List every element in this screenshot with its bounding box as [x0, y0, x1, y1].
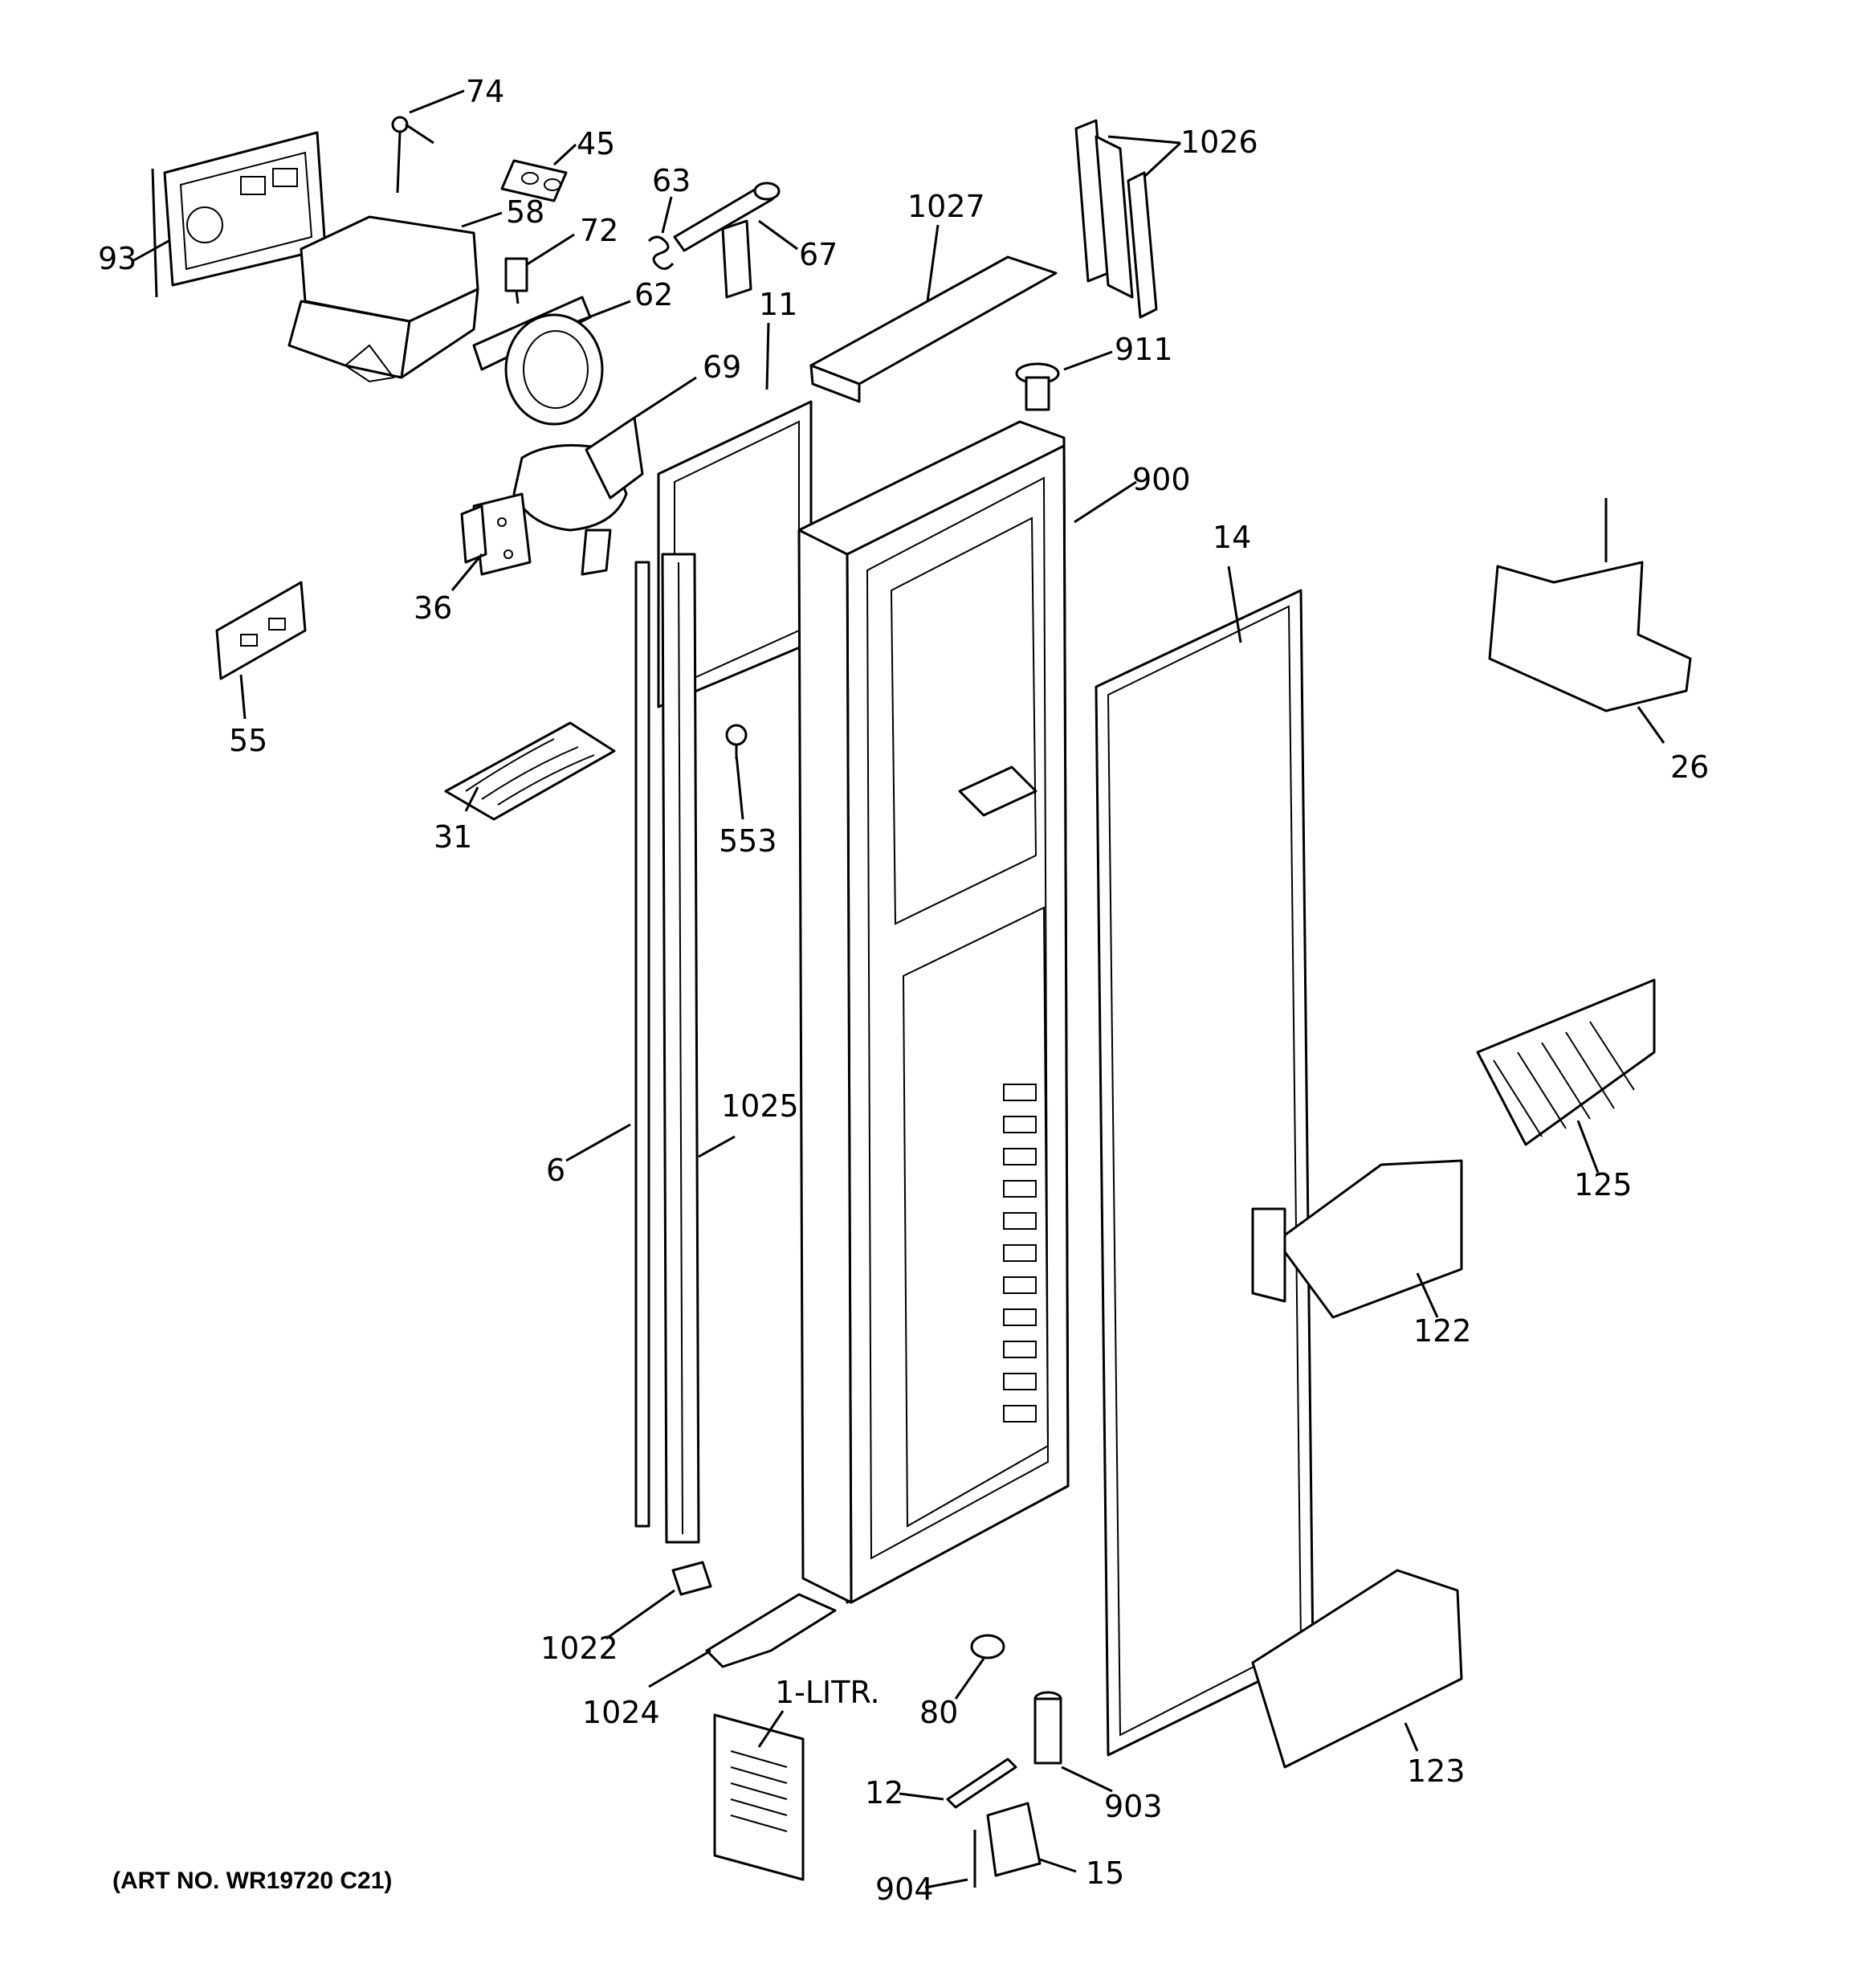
callout-12: 12 [865, 1775, 903, 1810]
part-1027-top-cap [809, 255, 1058, 403]
callout-911: 911 [1115, 332, 1173, 367]
callout-labels: 74 45 93 58 72 63 67 62 11 69 1027 1026 … [98, 74, 1709, 1907]
callout-904: 904 [875, 1872, 934, 1907]
door-shelf-studs [1003, 1084, 1037, 1423]
part-123-bin [1251, 1569, 1463, 1769]
callout-14: 14 [1213, 520, 1251, 555]
art-number: (ART NO. WR19720 C21) [112, 1868, 393, 1894]
callout-1025: 1025 [721, 1088, 799, 1124]
part-12-clip [946, 1757, 1017, 1809]
part-58-dispenser-housing [287, 215, 479, 383]
part-26-cover [1488, 498, 1692, 712]
callout-63: 63 [652, 163, 691, 198]
callout-15: 15 [1086, 1855, 1124, 1891]
part-45-bracket [500, 159, 568, 202]
part-31-drip-tray [444, 721, 616, 821]
callout-69: 69 [703, 349, 741, 385]
part-62-duct [472, 296, 604, 426]
callout-903: 903 [1104, 1789, 1163, 1824]
callout-62: 62 [634, 277, 673, 312]
callout-1027: 1027 [907, 189, 985, 224]
part-553-grommet [725, 724, 748, 759]
callout-1-litr: 1-LITR. [775, 1675, 880, 1710]
part-63-spring [647, 235, 675, 270]
callout-123: 123 [1407, 1753, 1466, 1789]
callout-1024: 1024 [582, 1695, 660, 1730]
callout-36: 36 [414, 590, 452, 626]
callout-11: 11 [759, 287, 797, 322]
part-903-bushing [1033, 1691, 1062, 1765]
callout-125: 125 [1574, 1167, 1633, 1202]
part-1026-hinge-channel [1074, 119, 1158, 319]
callout-55: 55 [229, 723, 267, 758]
part-1024-bracket [705, 1593, 837, 1668]
callout-93: 93 [98, 241, 137, 276]
callout-45: 45 [577, 126, 615, 161]
callout-122: 122 [1413, 1313, 1472, 1349]
callout-74: 74 [466, 74, 504, 109]
callout-900: 900 [1132, 462, 1191, 497]
callout-1022: 1022 [540, 1631, 618, 1666]
part-36-bracket [460, 492, 532, 576]
callout-1026: 1026 [1180, 125, 1258, 160]
part-122-bin [1251, 1159, 1463, 1319]
part-55-board [215, 581, 307, 680]
part-15-hinge [986, 1802, 1042, 1877]
part-67-paddle-arm [673, 182, 781, 299]
part-125-wire-basket [1476, 978, 1656, 1146]
callout-553: 553 [719, 823, 777, 859]
callout-72: 72 [580, 213, 618, 248]
leader-lines [132, 89, 1665, 1889]
part-1-literature [713, 1713, 805, 1881]
part-93-control-panel [151, 131, 327, 298]
part-1025-trim [661, 553, 700, 1544]
callout-58: 58 [506, 194, 544, 230]
callout-6: 6 [546, 1153, 565, 1188]
part-14-gasket [1095, 589, 1315, 1757]
callout-31: 31 [434, 819, 472, 855]
callout-26: 26 [1670, 749, 1709, 785]
part-6-tube [634, 561, 650, 1528]
part-900-door [797, 420, 1070, 1604]
part-72-switch [504, 257, 528, 304]
callout-80: 80 [919, 1695, 958, 1730]
part-74-spring [391, 116, 434, 194]
part-80-grommet [970, 1634, 1005, 1659]
part-69-ice-chute [512, 416, 644, 576]
callout-67: 67 [799, 237, 838, 272]
part-1022-clip [671, 1561, 712, 1596]
part-911-bushing [1015, 362, 1060, 411]
